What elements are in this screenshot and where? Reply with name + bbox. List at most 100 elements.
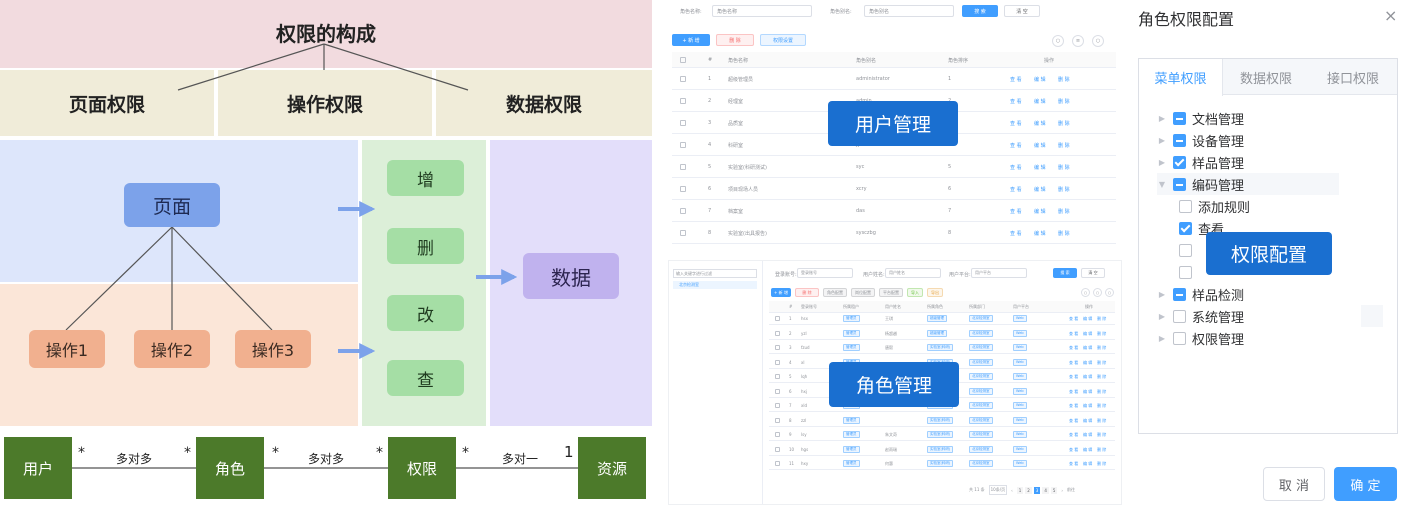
tree-node[interactable]: ▶文档管理 [1157, 107, 1339, 129]
view-link[interactable]: 查 看 [1069, 330, 1079, 336]
row-checkbox[interactable] [775, 359, 780, 365]
edit-link[interactable]: 编 辑 [1083, 330, 1093, 336]
role-alias-input[interactable]: 角色别名 [864, 5, 954, 17]
next-page-icon[interactable]: › [1061, 487, 1064, 493]
view-link[interactable]: 查 看 [1069, 345, 1079, 350]
edit-link[interactable]: 编 辑 [1083, 446, 1093, 452]
delete-link[interactable]: 删 除 [1097, 374, 1107, 379]
refresh-icon[interactable]: ○ [1052, 35, 1064, 47]
delete-link[interactable]: 删 除 [1097, 417, 1107, 423]
tree-node[interactable]: ▶系统管理 [1157, 305, 1339, 327]
view-link[interactable]: 查 看 [1069, 359, 1079, 365]
view-link[interactable]: 查 看 [1069, 316, 1079, 321]
view-link[interactable]: 查 看 [1010, 187, 1022, 193]
delete-link[interactable]: 删 除 [1058, 121, 1070, 127]
account-input[interactable]: 登录账号 [797, 268, 853, 278]
view-link[interactable]: 查 看 [1069, 432, 1079, 437]
platform-config-button[interactable]: 平台配置 [879, 288, 903, 297]
delete-link[interactable]: 删 除 [1058, 77, 1070, 83]
search-toggle-icon[interactable]: ○ [1092, 35, 1104, 47]
tree-checkbox[interactable] [1173, 177, 1186, 191]
view-link[interactable]: 查 看 [1010, 209, 1022, 215]
caret-right-icon[interactable]: ▶ [1158, 333, 1166, 343]
edit-link[interactable]: 编 辑 [1083, 345, 1093, 350]
permission-setting-button[interactable]: 权限设置 [760, 34, 806, 46]
edit-link[interactable]: 编 辑 [1083, 432, 1093, 437]
edit-link[interactable]: 编 辑 [1083, 374, 1093, 379]
view-link[interactable]: 查 看 [1069, 374, 1079, 379]
row-checkbox[interactable] [680, 208, 686, 214]
row-checkbox[interactable] [775, 446, 780, 452]
tree-node[interactable]: ▶样品管理 [1157, 151, 1339, 173]
prev-page-icon[interactable]: ‹ [1011, 487, 1013, 493]
row-checkbox[interactable] [775, 417, 780, 423]
row-checkbox[interactable] [680, 120, 686, 126]
department-tree-item[interactable]: 北京检测室 [673, 281, 757, 289]
page-number[interactable]: 4 [1042, 486, 1049, 494]
refresh-icon[interactable]: ○ [1081, 288, 1090, 297]
delete-link[interactable]: 删 除 [1097, 403, 1107, 408]
tree-checkbox[interactable] [1173, 331, 1186, 345]
row-checkbox[interactable] [775, 345, 780, 350]
row-checkbox[interactable] [775, 374, 780, 379]
row-checkbox[interactable] [775, 461, 780, 466]
delete-link[interactable]: 删 除 [1058, 143, 1070, 149]
role-config-button[interactable]: 角色配置 [823, 288, 847, 297]
view-link[interactable]: 查 看 [1010, 121, 1022, 127]
columns-icon[interactable]: ○ [1093, 288, 1102, 297]
delete-button[interactable]: 删 除 [716, 34, 754, 46]
row-checkbox[interactable] [775, 403, 780, 408]
tree-node[interactable] [1179, 261, 1339, 283]
import-button[interactable]: 导入 [907, 288, 923, 297]
row-checkbox[interactable] [775, 432, 780, 437]
row-checkbox[interactable] [775, 316, 780, 321]
row-checkbox[interactable] [775, 330, 780, 336]
caret-right-icon[interactable]: ▶ [1158, 157, 1166, 167]
tree-checkbox[interactable] [1179, 221, 1192, 235]
add-button[interactable]: + 新 增 [771, 288, 791, 297]
columns-icon[interactable]: ≡ [1072, 35, 1084, 47]
delete-link[interactable]: 删 除 [1058, 99, 1070, 105]
tree-checkbox[interactable] [1179, 199, 1192, 213]
edit-link[interactable]: 编 辑 [1083, 316, 1093, 321]
caret-right-icon[interactable]: ▶ [1158, 311, 1166, 321]
tab-data-permission[interactable]: 数据权限 [1239, 71, 1292, 87]
add-button[interactable]: + 新 增 [672, 34, 710, 46]
edit-link[interactable]: 编 辑 [1034, 121, 1046, 127]
page-number[interactable]: 1 [1016, 486, 1024, 494]
tab-api-permission[interactable]: 接口权限 [1326, 71, 1379, 87]
reset-button[interactable]: 清 空 [1004, 5, 1040, 17]
edit-link[interactable]: 编 辑 [1034, 143, 1046, 149]
tree-checkbox[interactable] [1173, 287, 1186, 301]
role-name-input[interactable]: 角色名称 [712, 5, 812, 17]
page-size-select[interactable]: 10条/页 [988, 485, 1008, 495]
row-checkbox[interactable] [680, 142, 686, 148]
tree-checkbox[interactable] [1173, 111, 1186, 125]
edit-link[interactable]: 编 辑 [1034, 231, 1046, 237]
reset-button[interactable]: 清 空 [1081, 268, 1105, 278]
view-link[interactable]: 查 看 [1010, 77, 1022, 83]
export-button[interactable]: 导出 [927, 288, 943, 297]
delete-link[interactable]: 删 除 [1097, 345, 1107, 350]
tree-checkbox[interactable] [1179, 243, 1192, 257]
delete-link[interactable]: 删 除 [1097, 446, 1107, 452]
view-link[interactable]: 查 看 [1069, 403, 1079, 408]
delete-button[interactable]: 删 除 [795, 288, 819, 297]
search-toggle-icon[interactable]: ○ [1105, 288, 1114, 297]
view-link[interactable]: 查 看 [1069, 446, 1079, 452]
delete-link[interactable]: 删 除 [1097, 359, 1107, 365]
tab-menu-permission[interactable]: 菜单权限 [1139, 59, 1223, 96]
select-all-checkbox[interactable] [680, 57, 686, 63]
tree-checkbox[interactable] [1173, 155, 1186, 169]
tree-checkbox[interactable] [1179, 265, 1192, 279]
tree-node[interactable]: ▼编码管理 [1157, 173, 1339, 195]
close-icon[interactable]: × [1384, 6, 1398, 25]
row-checkbox[interactable] [680, 76, 686, 82]
tree-node[interactable]: ▶设备管理 [1157, 129, 1339, 151]
tree-node[interactable] [1179, 239, 1339, 261]
search-button[interactable]: 搜 索 [962, 5, 998, 17]
cancel-button[interactable]: 取 消 [1263, 467, 1325, 501]
view-link[interactable]: 查 看 [1069, 388, 1079, 394]
tree-node[interactable]: ▶权限管理 [1157, 327, 1339, 349]
edit-link[interactable]: 编 辑 [1034, 77, 1046, 83]
